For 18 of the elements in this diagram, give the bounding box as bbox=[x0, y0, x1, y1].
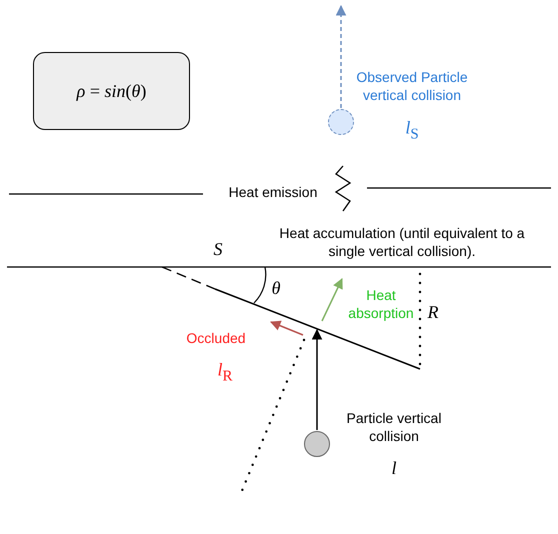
symbol-label: R bbox=[428, 303, 438, 321]
note-text: Heat accumulation (until equivalent to a single vertical collision). bbox=[278, 224, 526, 260]
arrow bbox=[336, 4, 346, 108]
caption-text: Observed Particle vertical collision bbox=[355, 68, 469, 104]
caption-text: Occluded bbox=[186, 329, 246, 347]
formula-text: ρ = sin(θ) bbox=[76, 80, 146, 102]
symbol-label: S bbox=[214, 240, 222, 258]
particle-circle bbox=[304, 431, 330, 457]
symbol-label: l$_{S}$ bbox=[405, 118, 419, 144]
arrow bbox=[312, 328, 322, 430]
caption-text: Heat emission bbox=[228, 183, 318, 201]
formula-box bbox=[33, 52, 190, 130]
angle-label: θ bbox=[272, 279, 280, 297]
caption-text: Heat absorption bbox=[347, 286, 415, 322]
symbol-label: l bbox=[392, 459, 396, 477]
symbol-label: l$_{R}$ bbox=[217, 360, 233, 386]
caption-text: Particle vertical collision bbox=[346, 409, 442, 445]
particle-circle bbox=[328, 109, 354, 135]
